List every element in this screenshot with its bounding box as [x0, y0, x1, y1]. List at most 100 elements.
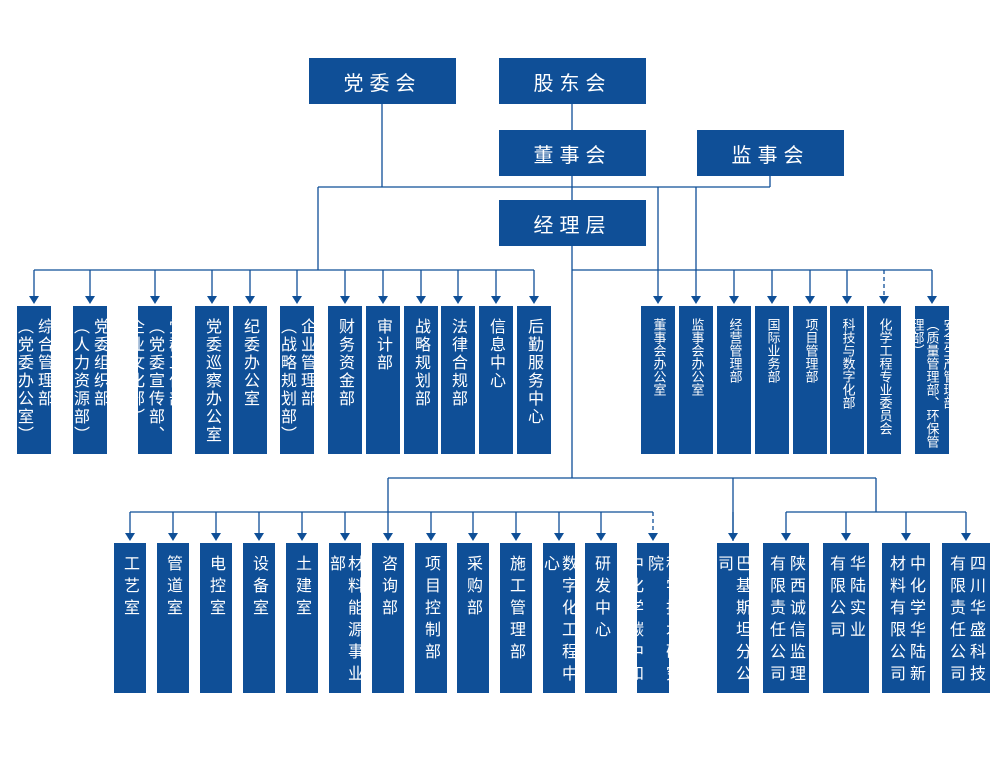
left-department-box-3-text-2: （党委宣传部、 [146, 318, 165, 444]
right-department-box-1: 董事会办公室 [641, 306, 675, 454]
left-department-box-8-text-1: 审计部 [374, 318, 393, 372]
company-box-2: 陕西诚信监理有限责任公司 [763, 543, 809, 693]
arrow-head-12 [529, 296, 539, 304]
arrow-head-30 [511, 533, 521, 541]
arrow-head-8 [378, 296, 388, 304]
bottom-unit-box-7-text-1: 咨询部 [379, 555, 398, 621]
company-box-2-text-1: 陕西诚信监理 [787, 555, 806, 687]
right-department-box-5-text-1: 项目管理部 [802, 318, 818, 383]
arrow-head-10 [453, 296, 463, 304]
bottom-unit-box-6: 材料能源事业部 [327, 543, 364, 693]
bottom-unit-box-9: 采购部 [457, 543, 489, 693]
arrow-head-28 [426, 533, 436, 541]
left-department-box-1-text-2: （党委办公室） [15, 318, 34, 444]
company-box-5: 四川华盛科技有限责任公司 [942, 543, 990, 693]
bottom-unit-box-11-text-1: 数字化工程中心 [541, 555, 578, 687]
left-department-box-9: 战略规划部 [404, 306, 438, 454]
left-department-box-9-text-1: 战略规划部 [412, 318, 431, 408]
arrow-head-1 [29, 296, 39, 304]
bottom-unit-box-2: 管道室 [157, 543, 189, 693]
company-box-1: 巴基斯坦分公司 [715, 543, 752, 693]
arrow-head-13 [653, 296, 663, 304]
arrow-head-9 [416, 296, 426, 304]
left-department-box-7: 财务资金部 [328, 306, 362, 454]
left-department-box-7-text-1: 财务资金部 [336, 318, 355, 408]
right-department-box-8-text-1: 安全生产管理部 [940, 318, 956, 409]
bottom-unit-box-5: 土建室 [286, 543, 318, 693]
company-box-2-text-2: 有限责任公司 [767, 555, 786, 687]
bottom-unit-box-13: 科学技术研究院中化学碳中和 [625, 543, 682, 693]
company-box-5-text-1: 四川华盛科技 [967, 555, 986, 687]
left-department-box-3-text-1: 党群工作部 [166, 318, 185, 408]
bottom-unit-box-4: 设备室 [243, 543, 275, 693]
arrow-head-7 [340, 296, 350, 304]
arrow-head-34 [781, 533, 791, 541]
arrow-head-3 [150, 296, 160, 304]
bottom-unit-box-13-text-2: 中化学碳中和 [625, 555, 644, 687]
left-department-box-1-text-1: 综合管理部 [35, 318, 54, 408]
bottom-unit-box-4-text-1: 设备室 [250, 555, 269, 621]
left-department-box-5: 纪委办公室 [233, 306, 267, 454]
company-box-4: 中化学华陆新材料有限公司 [882, 543, 930, 693]
right-department-box-7: 化学工程专业委员会 [867, 306, 901, 454]
arrow-head-17 [805, 296, 815, 304]
arrow-head-5 [245, 296, 255, 304]
left-department-box-6: 企业管理部（战略规划部） [278, 306, 317, 454]
left-department-box-11-text-1: 信息中心 [487, 318, 506, 390]
left-department-box-3-text-3: 企业文化部） [126, 318, 145, 426]
left-department-box-4: 党委巡察办公室 [195, 306, 229, 454]
bottom-unit-box-12: 研发中心 [585, 543, 617, 693]
bottom-unit-box-10: 施工管理部 [500, 543, 532, 693]
right-department-box-4-text-1: 国际业务部 [764, 318, 780, 383]
arrow-head-22 [168, 533, 178, 541]
right-department-box-2: 监事会办公室 [679, 306, 713, 454]
right-department-box-8: 安全生产管理部（质量管理部、环保管理部） [909, 306, 956, 454]
bottom-unit-box-12-text-1: 研发中心 [592, 555, 611, 643]
arrow-head-27 [383, 533, 393, 541]
bottom-unit-box-11: 数字化工程中心 [541, 543, 578, 693]
party-committee-box: 党委会 [309, 58, 456, 104]
left-department-box-2: 党委组织部（人力资源部） [71, 306, 110, 454]
bottom-unit-box-2-text-1: 管道室 [164, 555, 183, 621]
bottom-unit-box-1: 工艺室 [114, 543, 146, 693]
bottom-unit-box-7: 咨询部 [372, 543, 404, 693]
left-department-box-4-text-1: 党委巡察办公室 [203, 318, 222, 444]
arrow-head-6 [292, 296, 302, 304]
arrow-head-4 [207, 296, 217, 304]
arrow-head-11 [491, 296, 501, 304]
bottom-unit-box-8: 项目控制部 [415, 543, 447, 693]
board-of-directors-box: 董事会 [499, 130, 646, 176]
left-department-box-12: 后勤服务中心 [517, 306, 551, 454]
bottom-unit-box-5-text-1: 土建室 [293, 555, 312, 621]
right-department-box-7-text-1: 化学工程专业委员会 [876, 318, 892, 435]
right-department-box-6-text-1: 科技与数字化部 [839, 318, 855, 409]
arrow-head-25 [297, 533, 307, 541]
arrow-head-2 [85, 296, 95, 304]
management-box: 经理层 [499, 200, 646, 246]
arrow-head-23 [211, 533, 221, 541]
left-department-box-10: 法律合规部 [441, 306, 475, 454]
arrow-head-19 [879, 296, 889, 304]
bottom-unit-box-9-text-1: 采购部 [464, 555, 483, 621]
left-department-box-6-text-2: （战略规划部） [278, 318, 297, 444]
company-box-3: 华陆实业有限公司 [823, 543, 869, 693]
company-box-3-text-2: 有限公司 [827, 555, 846, 643]
right-department-box-3: 经营管理部 [717, 306, 751, 454]
arrow-head-29 [468, 533, 478, 541]
left-department-box-12-text-1: 后勤服务中心 [525, 318, 544, 426]
right-department-box-3-text-1: 经营管理部 [726, 318, 742, 383]
bottom-unit-box-1-text-1: 工艺室 [121, 555, 140, 621]
left-department-box-8: 审计部 [366, 306, 400, 454]
board-of-supervisors-box: 监事会 [697, 130, 844, 176]
left-department-box-1: 综合管理部（党委办公室） [15, 306, 54, 454]
arrow-head-35 [841, 533, 851, 541]
arrow-head-38 [728, 533, 738, 541]
bottom-unit-box-3: 电控室 [200, 543, 232, 693]
arrow-head-33 [648, 533, 658, 541]
left-department-box-2-text-2: （人力资源部） [71, 318, 90, 444]
arrow-head-16 [767, 296, 777, 304]
right-department-box-5: 项目管理部 [793, 306, 827, 454]
arrow-head-26 [340, 533, 350, 541]
right-department-box-8-text-2: （质量管理部、环保管理部） [908, 318, 939, 448]
company-box-4-text-2: 材料有限公司 [887, 555, 906, 687]
